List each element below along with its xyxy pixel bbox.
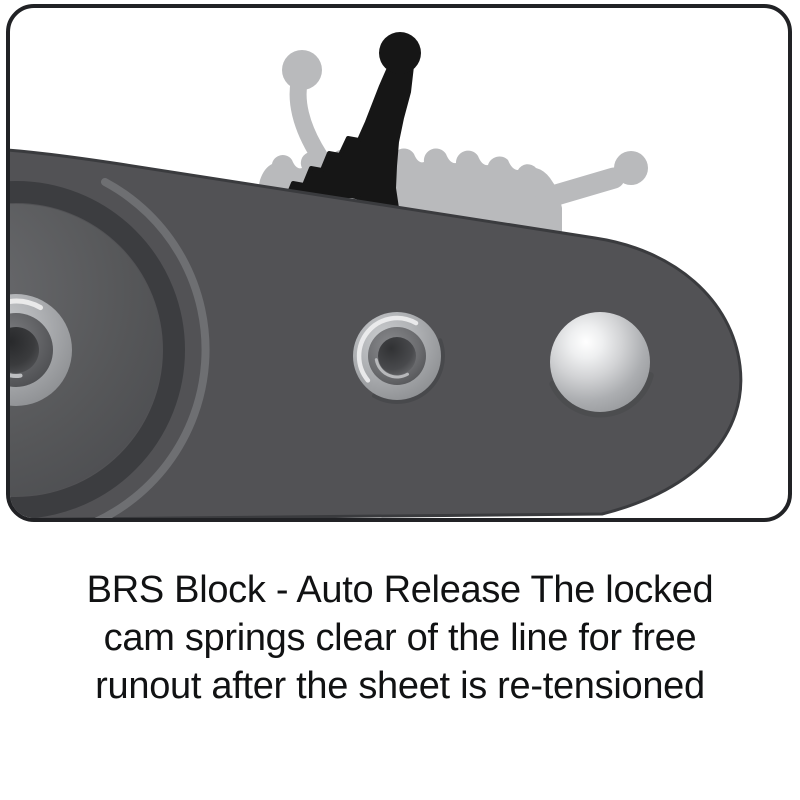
block-illustration [10, 32, 743, 518]
caption-line-2: cam springs clear of the line for free [103, 617, 697, 659]
figure-caption: BRS Block - Auto Release The locked cam … [0, 566, 800, 710]
caption-line-3: runout after the sheet is re-tensioned [95, 665, 705, 707]
ball-stud [549, 312, 654, 418]
sheave-hub [10, 178, 210, 518]
center-rivet [353, 312, 445, 404]
caption-line-1: BRS Block - Auto Release The locked [86, 569, 714, 611]
figure-frame [6, 4, 792, 522]
